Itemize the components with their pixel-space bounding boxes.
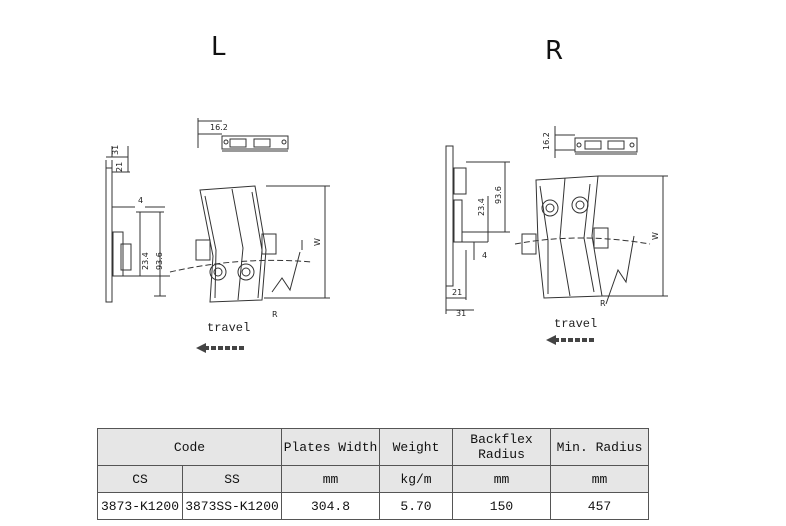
right-dim-8: R — [600, 299, 606, 308]
subheader-min-radius-unit: mm — [550, 465, 649, 493]
table-row: 3873-K1200 3873SS-K1200 304.8 5.70 150 4… — [97, 492, 649, 520]
left-dim-5: 23.4 — [141, 252, 150, 270]
left-label: L — [211, 32, 226, 62]
header-row: Code Plates Width Weight Backflex Radius… — [97, 428, 649, 466]
left-drawing — [105, 118, 330, 353]
subheader-cs: CS — [97, 465, 183, 493]
cell-plates-width: 304.8 — [281, 492, 380, 520]
left-dim-7: W — [313, 238, 322, 246]
right-dim-1: 16.2 — [542, 132, 551, 150]
left-travel-label: travel — [207, 321, 251, 335]
left-dim-2: 31 — [111, 145, 120, 155]
cell-ss: 3873SS-K1200 — [182, 492, 282, 520]
header-plates-width: Plates Width — [281, 428, 380, 466]
left-dim-3: 21 — [115, 162, 124, 172]
left-side-plate — [105, 146, 170, 303]
right-dimensions: 16.2 93.6 23.4 4 21 31 W R — [452, 132, 660, 318]
left-dim-8: R — [272, 310, 278, 319]
right-dim-5: 21 — [452, 288, 462, 297]
subheader-row: CS SS mm kg/m mm mm — [97, 465, 649, 493]
right-travel-label: travel — [554, 317, 598, 331]
left-dimensions: 16.2 31 21 4 23.4 93.6 W R — [111, 123, 322, 319]
right-dim-6: 31 — [456, 309, 466, 318]
cell-cs: 3873-K1200 — [97, 492, 183, 520]
cell-backflex: 150 — [452, 492, 551, 520]
right-dim-2: 93.6 — [494, 186, 503, 204]
header-backflex: Backflex Radius — [452, 428, 551, 466]
right-label: R — [545, 36, 564, 66]
header-min-radius: Min. Radius — [550, 428, 649, 466]
left-top-view — [197, 118, 289, 152]
cell-weight: 5.70 — [379, 492, 453, 520]
cell-min-radius: 457 — [550, 492, 649, 520]
left-dim-4: 4 — [138, 196, 143, 205]
right-dim-7: W — [651, 232, 660, 240]
subheader-backflex-unit: mm — [452, 465, 551, 493]
spec-table: Code Plates Width Weight Backflex Radius… — [97, 428, 649, 520]
subheader-ss: SS — [182, 465, 282, 493]
left-dim-6: 93.6 — [155, 252, 164, 270]
subheader-pw-unit: mm — [281, 465, 380, 493]
subheader-weight-unit: kg/m — [379, 465, 453, 493]
right-main-plate — [514, 175, 668, 305]
left-dim-1: 16.2 — [210, 123, 228, 132]
header-code: Code — [97, 428, 282, 466]
right-side-plate — [445, 145, 510, 314]
header-weight: Weight — [379, 428, 453, 466]
left-main-plate — [169, 185, 330, 303]
right-dim-3: 23.4 — [477, 198, 486, 216]
right-drawing — [445, 126, 668, 345]
right-top-view — [554, 126, 638, 158]
right-dim-4: 4 — [482, 251, 487, 260]
